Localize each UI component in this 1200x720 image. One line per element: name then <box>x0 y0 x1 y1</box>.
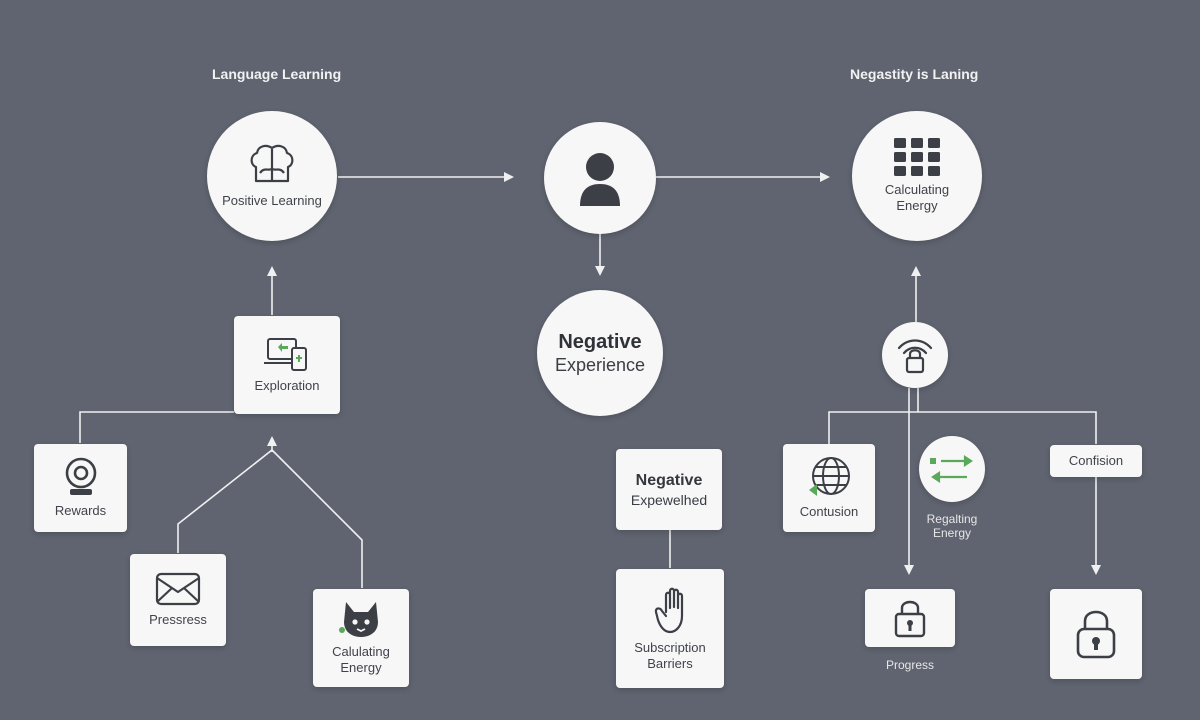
progress-label: Progress <box>885 658 935 672</box>
rewards-node: Rewards <box>34 444 127 532</box>
cat-face-icon <box>339 602 378 637</box>
heading-language-learning: Language Learning <box>212 66 342 82</box>
globe-icon <box>809 457 850 496</box>
confision-node: Confision <box>1050 445 1142 477</box>
calculating-energy-right-node: Calculating Energy <box>852 111 982 241</box>
positive-learning-label: Positive Learning <box>222 193 322 208</box>
progress-lock-node <box>865 589 955 647</box>
webcam-icon <box>65 457 96 495</box>
negative-experience-label-1: Negative <box>558 331 642 353</box>
regalting-energy-label-2: Energy <box>932 526 972 540</box>
rewards-label: Rewards <box>54 503 107 518</box>
regalting-energy-label-1: Regalting <box>926 512 978 526</box>
padlock-icon <box>894 600 926 638</box>
subscription-barriers-label-1: Subscription <box>634 639 706 655</box>
exploration-node: Exploration <box>234 316 340 414</box>
negative-expewelhed-node: Negative Expewelhed <box>616 449 722 530</box>
subscription-barriers-node: Subscription Barriers <box>616 569 724 688</box>
regalting-energy-label: Regalting Energy <box>912 512 992 540</box>
calculating-energy-right-label-1: Calculating <box>884 182 950 197</box>
user-icon <box>580 153 620 206</box>
wifi-lock-node <box>882 322 948 388</box>
pressress-node: Pressress <box>130 554 226 646</box>
grid-icon <box>894 138 940 176</box>
devices-icon <box>264 338 307 371</box>
contusion-label: Contusion <box>799 504 859 519</box>
calculating-energy-left-label-1: Calulating <box>332 644 390 659</box>
calculating-energy-left-node: Calulating Energy <box>313 589 409 687</box>
positive-learning-node: Positive Learning <box>207 111 337 241</box>
envelope-icon <box>155 572 201 606</box>
negative-experience-node: Negative Experience <box>537 290 663 416</box>
wifi-lock-icon <box>897 339 933 374</box>
contusion-node: Contusion <box>783 444 875 532</box>
confision-lock-node <box>1050 589 1142 679</box>
exchange-arrows-icon <box>930 454 973 484</box>
negative-expewelhed-label-2: Expewelhed <box>630 491 708 508</box>
calculating-energy-right-label-2: Energy <box>896 198 938 213</box>
padlock-icon <box>1076 610 1116 659</box>
hand-icon <box>654 587 684 633</box>
brain-icon <box>250 144 294 183</box>
negative-experience-label-2: Experience <box>554 355 646 375</box>
heading-negastity-is-laning: Negastity is Laning <box>850 66 979 82</box>
calculating-energy-left-label-2: Energy <box>340 660 382 675</box>
confision-label: Confision <box>1068 453 1124 468</box>
negative-expewelhed-label-1: Negative <box>635 471 703 489</box>
regalting-energy-node <box>919 436 985 502</box>
subscription-barriers-label-2: Barriers <box>647 655 693 671</box>
pressress-label: Pressress <box>149 612 207 627</box>
user-node <box>544 122 656 234</box>
exploration-label: Exploration <box>254 378 320 393</box>
